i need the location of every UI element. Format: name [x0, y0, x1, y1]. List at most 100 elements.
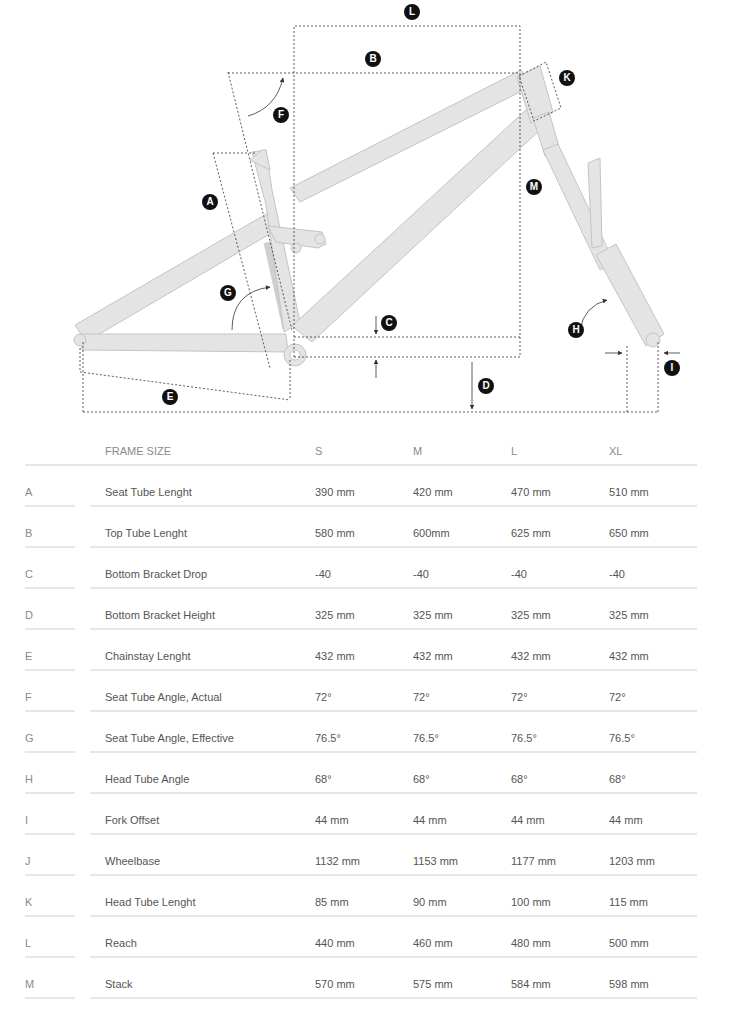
table-rule: [90, 547, 697, 548]
table-cell: 600mm: [413, 526, 450, 540]
table-cell: Head Tube Angle: [105, 772, 189, 786]
table-cell: 44 mm: [315, 813, 349, 827]
row-letter: C: [25, 567, 33, 581]
table-rule: [90, 752, 697, 753]
arrow: [376, 360, 377, 378]
table-cell: 44 mm: [511, 813, 545, 827]
table-cell: 1132 mm: [315, 854, 360, 868]
down-tube: [292, 108, 542, 342]
row-letter: G: [25, 731, 34, 745]
table-cell: 100 mm: [511, 895, 551, 909]
row-letter: A: [25, 485, 32, 499]
table-cell: 440 mm: [315, 936, 355, 950]
dimension-arrows: [232, 78, 680, 409]
table-cell: 325 mm: [413, 608, 453, 622]
table-rule: [25, 834, 75, 835]
table-cell: 90 mm: [413, 895, 447, 909]
table-rules: [25, 465, 697, 998]
callout-letter: F: [273, 107, 289, 123]
table-cell: 76.5°: [511, 731, 537, 745]
table-cell: Seat Tube Angle, Actual: [105, 690, 222, 704]
callout-letter: A: [202, 194, 218, 210]
row-letter: B: [25, 526, 32, 540]
table-cell: 1153 mm: [413, 854, 458, 868]
angle-arc: [580, 300, 607, 330]
table-cell: 325 mm: [315, 608, 355, 622]
table-cell: -40: [413, 567, 429, 581]
table-rule: [90, 588, 697, 589]
table-cell: Stack: [105, 977, 133, 991]
top-tube: [290, 70, 532, 202]
callout-letter: B: [365, 51, 381, 67]
table-cell: 1203 mm: [609, 854, 655, 868]
table-cell: 115 mm: [609, 895, 648, 909]
table-cell: 390 mm: [315, 485, 355, 499]
callout-letter: I: [664, 360, 680, 376]
fork-arch: [588, 158, 602, 248]
table-rule: [25, 588, 75, 589]
arrow: [605, 353, 622, 354]
table-cell: 68°: [511, 772, 528, 786]
extension-line: [83, 342, 658, 412]
row-letter: D: [25, 608, 33, 622]
table-cell: 650 mm: [609, 526, 649, 540]
table-cell: 500 mm: [609, 936, 649, 950]
table-header: XL: [609, 444, 622, 458]
table-cell: 580 mm: [315, 526, 355, 540]
table-cell: 420 mm: [413, 485, 453, 499]
row-letter: M: [25, 977, 34, 991]
chainstay: [80, 334, 288, 352]
table-cell: 85 mm: [315, 895, 349, 909]
table-rule: [90, 793, 697, 794]
row-letter: L: [25, 936, 31, 950]
table-cell: 570 mm: [315, 977, 355, 991]
table-cell: 68°: [609, 772, 626, 786]
callout-letter: L: [404, 4, 420, 20]
table-cell: 72°: [315, 690, 332, 704]
table-rule: [90, 916, 697, 917]
table-cell: 432 mm: [413, 649, 453, 663]
table-cell: Reach: [105, 936, 137, 950]
arrow: [664, 353, 680, 354]
dimension-lines: [80, 26, 658, 412]
callout-letter: M: [526, 179, 542, 195]
table-header: S: [315, 444, 322, 458]
table-cell: -40: [609, 567, 625, 581]
top-tube-line: [228, 73, 520, 74]
row-letter: J: [25, 854, 31, 868]
table-rule: [25, 916, 75, 917]
table-rule: [25, 711, 75, 712]
table-cell: Seat Tube Lenght: [105, 485, 192, 499]
table-cell: 76.5°: [609, 731, 635, 745]
table-cell: Fork Offset: [105, 813, 159, 827]
table-cell: 76.5°: [413, 731, 439, 745]
table-cell: 432 mm: [315, 649, 355, 663]
table-cell: Top Tube Lenght: [105, 526, 187, 540]
table-rule: [90, 957, 697, 958]
table-rule: [25, 547, 75, 548]
angle-arc: [232, 287, 270, 330]
head-tube-box: [519, 62, 561, 121]
row-letter: K: [25, 895, 32, 909]
table-rule: [90, 629, 697, 630]
pivot: [291, 243, 301, 253]
table-rule: [90, 834, 697, 835]
row-letter: I: [25, 813, 28, 827]
table-cell: 76.5°: [315, 731, 341, 745]
callout-letter: D: [478, 378, 494, 394]
table-rule: [25, 506, 75, 507]
table-header: M: [413, 444, 422, 458]
table-cell: 510 mm: [609, 485, 649, 499]
table-cell: 575 mm: [413, 977, 453, 991]
table-rule: [25, 465, 697, 466]
ground-line: [83, 412, 658, 413]
callout-letter: K: [559, 70, 575, 86]
arrow: [472, 362, 473, 409]
table-cell: Seat Tube Angle, Effective: [105, 731, 234, 745]
axle-line: [294, 357, 520, 358]
table-rule: [90, 875, 697, 876]
table-rule: [25, 752, 75, 753]
bb-line: [294, 337, 520, 338]
table-cell: 44 mm: [413, 813, 447, 827]
